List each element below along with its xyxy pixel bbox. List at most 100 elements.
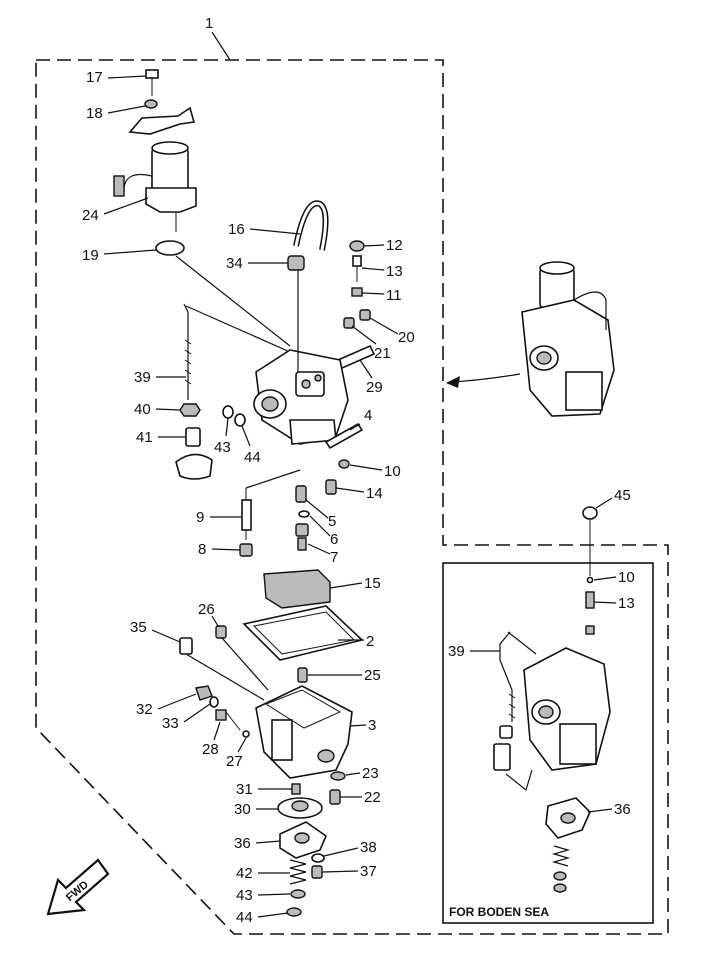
- callout-8: 8: [198, 541, 206, 558]
- callout-12: 12: [386, 237, 403, 254]
- inset-part-rod-39: [499, 631, 537, 722]
- part-jet-7: [295, 523, 309, 551]
- callout-14: 14: [366, 485, 383, 502]
- part-washer-18: [144, 99, 158, 109]
- part-cap: [175, 453, 213, 480]
- inset-part-cover-36: [545, 797, 591, 839]
- callout-37: 37: [360, 863, 377, 880]
- part-ring-11: [351, 287, 363, 297]
- part-screw-35: [179, 637, 193, 655]
- inset-box: [442, 562, 654, 924]
- part-washer-33: [209, 696, 219, 708]
- callout-42: 42: [236, 865, 253, 882]
- part-screw-31: [291, 783, 301, 795]
- part-small-10: [338, 459, 350, 469]
- callout-32: 32: [136, 701, 153, 718]
- carburetor-body: [175, 255, 349, 445]
- callout-28: 28: [202, 741, 219, 758]
- assembly-number: 1: [205, 15, 213, 32]
- part-o-ring-43: [222, 405, 234, 419]
- inset-callout-13: 13: [618, 595, 635, 612]
- part-washer-44-bottom: [286, 907, 302, 917]
- main-assembly-boundary: [35, 59, 669, 935]
- callout-5: 5: [328, 513, 336, 530]
- inset-part-needle-13: [585, 591, 595, 609]
- inset-part-washer-b: [553, 883, 567, 893]
- callout-11: 11: [386, 287, 402, 304]
- callout-25: 25: [364, 667, 381, 684]
- part-screw-5: [295, 485, 307, 503]
- part-bracket: [128, 106, 196, 135]
- callout-10: 10: [384, 463, 401, 480]
- part-float-bowl-3: [255, 685, 353, 779]
- callout-43: 43: [214, 439, 231, 456]
- callout-41: 41: [136, 429, 153, 446]
- part-screw-28: [215, 709, 241, 731]
- callout-26: 26: [198, 601, 215, 618]
- callout-38: 38: [360, 839, 377, 856]
- callout-16: 16: [228, 221, 245, 238]
- callout-39: 39: [134, 369, 151, 386]
- callout-3: 3: [368, 717, 376, 734]
- part-screw-17: [145, 69, 159, 96]
- part-27: [242, 730, 250, 738]
- inset-part-cap-45: [582, 506, 598, 520]
- part-o-ring-44: [234, 413, 246, 427]
- part-screw-20: [359, 309, 371, 321]
- inset-part-10: [586, 576, 594, 584]
- callout-24: 24: [82, 207, 99, 224]
- part-pin-4: [324, 422, 364, 450]
- inset-part-sleeve-b: [493, 743, 511, 771]
- callout-44: 44: [244, 449, 261, 466]
- part-nut-40: [179, 403, 201, 417]
- part-screw-22: [329, 789, 341, 805]
- part-diaphragm-30: [277, 797, 323, 819]
- inset-callout-36: 36: [614, 801, 631, 818]
- callout-group: 17 18 24 19 16 34 12 13 11 20 21 29: [82, 69, 635, 926]
- callout-13: 13: [386, 263, 403, 280]
- inset-callout-39: 39: [448, 643, 465, 660]
- part-grommet-34: [287, 255, 305, 271]
- callout-17: 17: [86, 69, 103, 86]
- inset-part-ring: [585, 625, 595, 635]
- assembled-carburetor-view: [521, 261, 615, 417]
- callout-21: 21: [374, 345, 391, 362]
- fwd-arrow-icon: FWD: [46, 858, 110, 916]
- part-float-15: [263, 569, 331, 609]
- callout-36: 36: [234, 835, 251, 852]
- part-nozzle-9: [241, 488, 252, 540]
- part-plug-26: [215, 625, 227, 639]
- callout-6: 6: [330, 531, 338, 548]
- part-o-ring-19: [155, 240, 185, 256]
- pointer-arrow: [451, 373, 521, 383]
- callout-43-bottom: 43: [236, 887, 253, 904]
- part-cap-12: [349, 240, 365, 252]
- inset-part-spring: [551, 845, 571, 867]
- callout-44-bottom: 44: [236, 909, 253, 926]
- inset-callout-45: 45: [614, 487, 631, 504]
- part-washer-23: [330, 771, 346, 781]
- inset-carburetor-body: [523, 647, 611, 771]
- part-needle-13: [352, 255, 362, 282]
- callout-4: 4: [364, 407, 372, 424]
- callout-33: 33: [162, 715, 179, 732]
- part-o-ring-6: [298, 510, 310, 518]
- inset-callout-10: 10: [618, 569, 635, 586]
- callout-34: 34: [226, 255, 243, 272]
- callout-31: 31: [236, 781, 253, 798]
- part-jet-8: [239, 543, 253, 557]
- callout-40: 40: [134, 401, 151, 418]
- callout-35: 35: [130, 619, 147, 636]
- inset-part-washer-a: [553, 871, 567, 881]
- part-washer-38: [311, 853, 325, 863]
- part-washer-43-bottom: [290, 889, 306, 899]
- callout-27: 27: [226, 753, 243, 770]
- callout-15: 15: [364, 575, 381, 592]
- callout-20: 20: [398, 329, 415, 346]
- part-screw-37: [311, 865, 323, 879]
- part-cover-36: [279, 821, 327, 859]
- part-screw-21: [343, 317, 355, 329]
- callout-18: 18: [86, 105, 103, 122]
- callout-23: 23: [362, 765, 379, 782]
